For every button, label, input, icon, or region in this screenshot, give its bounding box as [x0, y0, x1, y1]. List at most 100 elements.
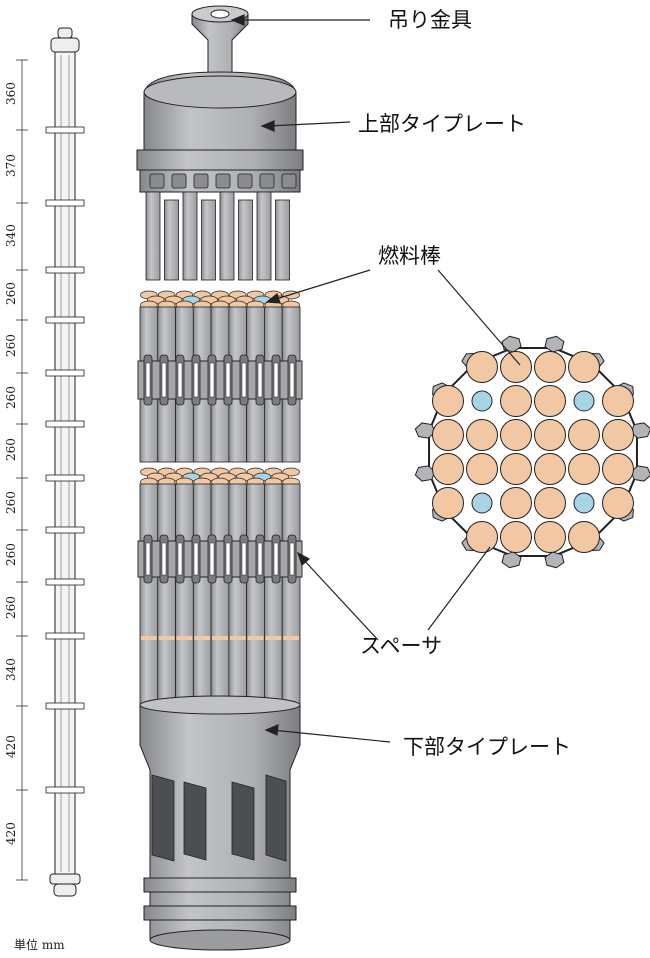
- spacer-slot: [289, 362, 295, 398]
- scale-clamp: [45, 702, 85, 710]
- fuel-rod-section: [466, 351, 498, 383]
- fuel-rod-section: [500, 453, 532, 485]
- fuel-rod-section: [602, 487, 634, 519]
- fuel-rod: [175, 483, 194, 706]
- upper-rod-ends: [145, 191, 290, 281]
- fuel-band: [212, 636, 228, 640]
- rod-end: [164, 199, 179, 281]
- dimension-label: 370: [4, 153, 18, 177]
- scale-clamp: [45, 526, 85, 534]
- tie-plate-notch: [171, 173, 187, 189]
- spacer-slot: [161, 362, 167, 398]
- dimension-label: 260: [4, 543, 18, 566]
- fuel-band: [265, 636, 282, 640]
- scale-clamp: [45, 266, 85, 274]
- spacer-slot: [193, 362, 199, 398]
- spacer-label: スペーサ: [360, 634, 443, 658]
- cross-section: [414, 335, 650, 569]
- lifting-fixture-label: 吊り金具: [388, 8, 472, 32]
- fuel-rod-section: [534, 453, 566, 485]
- lifting-fixture: [191, 5, 249, 97]
- spacer-lower: [137, 534, 303, 584]
- rod-end: [182, 191, 198, 281]
- fuel-rod-section: [466, 453, 498, 485]
- dimension-label: 420: [4, 822, 18, 845]
- scale-clamp: [45, 632, 85, 640]
- fuel-rod: [246, 483, 265, 706]
- scale-clamp: [45, 420, 85, 428]
- tie-plate-notch: [193, 173, 209, 189]
- dimension-label: 260: [4, 491, 18, 514]
- scale-clamp: [45, 578, 85, 586]
- fuel-rod-label: 燃料棒: [378, 244, 441, 268]
- spacer-slot: [177, 362, 183, 398]
- rod-end: [256, 191, 272, 281]
- fuel-rod-section: [534, 521, 566, 553]
- fuel-rod-section: [602, 385, 634, 417]
- flow-window: [265, 774, 287, 862]
- fuel-band: [141, 636, 157, 640]
- fuel-rod-section: [432, 487, 464, 519]
- fuel-band: [283, 636, 299, 640]
- dimension-label: 260: [4, 438, 18, 461]
- rod-end: [275, 199, 290, 281]
- rod-end: [238, 199, 253, 281]
- spacer-slot: [177, 542, 183, 576]
- scale-clamp: [45, 786, 85, 794]
- channel-outline: [428, 347, 638, 557]
- fuel-rod-section: [568, 453, 600, 485]
- dimension-label: 420: [4, 735, 18, 758]
- water-rod: [471, 390, 493, 412]
- spacer-slot: [273, 542, 279, 576]
- dimension-label: 340: [4, 223, 18, 247]
- spacer-slot: [225, 362, 231, 398]
- fuel-rod-section: [568, 521, 600, 553]
- spacer-slot: [161, 542, 167, 576]
- fuel-band: [247, 636, 264, 640]
- fuel-rod: [192, 483, 212, 706]
- scale-rod: [16, 27, 85, 897]
- fuel-rod: [264, 483, 283, 706]
- fuel-rod-section: [466, 419, 498, 451]
- spacer-slot: [209, 362, 215, 398]
- spacer-slot: [209, 542, 215, 576]
- scale-clamp: [45, 369, 85, 377]
- rod-end: [219, 191, 235, 281]
- callout-lines: [230, 14, 521, 743]
- tie-plate-notch: [237, 173, 253, 189]
- fuel-rod-section: [432, 419, 464, 451]
- spacer-slot: [193, 542, 199, 576]
- fuel-rod-section: [432, 453, 464, 485]
- rod-bundle-lower: [139, 467, 301, 706]
- fuel-rod-section: [534, 487, 566, 519]
- dimension-label: 260: [4, 596, 18, 619]
- fuel-rod-section: [500, 351, 532, 383]
- rod-end: [145, 191, 161, 281]
- fuel-rod-section: [568, 419, 600, 451]
- dimension-label: 260: [4, 333, 18, 357]
- fuel-rod-section: [500, 487, 532, 519]
- tie-plate-notch: [281, 173, 297, 189]
- tie-plate-notch: [215, 173, 231, 189]
- scale-clamp: [45, 474, 85, 482]
- dimension-label: 360: [4, 82, 18, 105]
- lower-tie-plate-label: 下部タイプレート: [403, 735, 571, 759]
- dimension-label: 260: [4, 282, 18, 305]
- fuel-rod-section: [568, 351, 600, 383]
- fuel-rod-section: [534, 351, 566, 383]
- upper-tie-plate: [136, 71, 304, 193]
- fuel-rod: [157, 483, 176, 706]
- water-rod: [471, 492, 493, 514]
- fuel-rod-section: [500, 385, 532, 417]
- scale-clamp: [45, 316, 85, 324]
- fuel-rod-section: [432, 385, 464, 417]
- scale-clamp: [45, 199, 85, 207]
- flow-window: [183, 781, 207, 861]
- spacer-slot: [273, 362, 279, 398]
- spacer-upper: [137, 354, 303, 406]
- spacer-slot: [241, 542, 247, 576]
- spacer-slot: [241, 362, 247, 398]
- fuel-rod: [281, 483, 301, 706]
- spacer-slot: [145, 362, 151, 398]
- scale-clamp: [45, 126, 85, 134]
